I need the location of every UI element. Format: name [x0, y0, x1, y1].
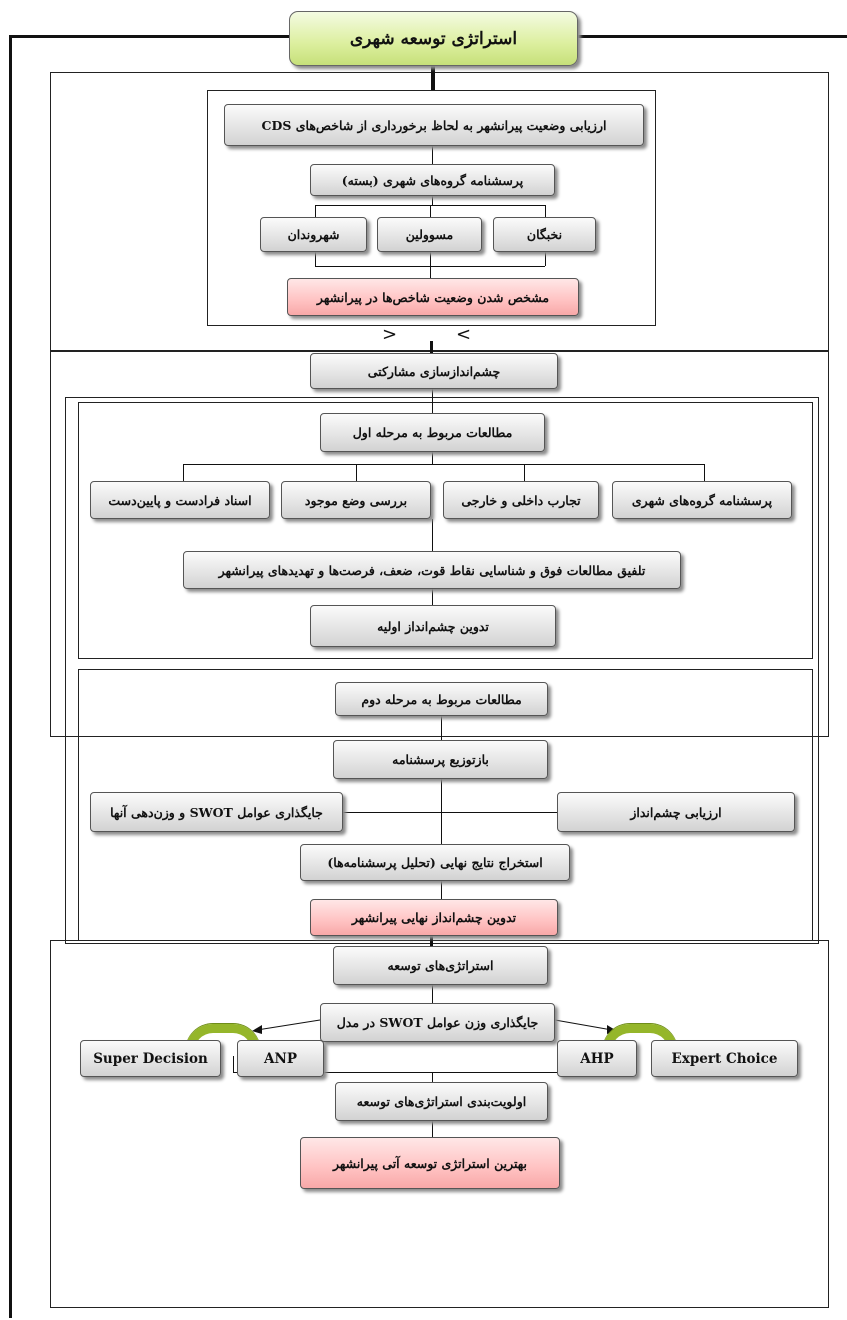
cds-assessment-box: ارزیابی وضعیت پیرانشهر به لحاظ برخورداری…	[224, 104, 644, 146]
anp-box: ANP	[237, 1040, 324, 1077]
best-strategy-box: بهترین استراتژی توسعه آتی پیرانشهر	[300, 1137, 560, 1189]
stage1-item-questionnaire: پرسشنامه گروه‌های شهری	[612, 481, 792, 519]
assessment-result-box: مشخص شدن وضعیت شاخص‌ها در پیرانشهر	[287, 278, 579, 316]
arrow-to-anp	[256, 1019, 321, 1031]
priority-box: اولویت‌بندی استراتژی‌های توسعه	[335, 1082, 548, 1121]
stage1-frame	[78, 402, 813, 659]
ahp-box: AHP	[557, 1040, 637, 1077]
connector-bar-extract	[441, 812, 442, 844]
outer-left-line	[9, 35, 12, 1318]
connector-cds-questionnaire	[432, 146, 433, 164]
group-box-elites: نخبگان	[493, 217, 596, 252]
evaluate-vision-box: ارزیابی چشم‌انداز	[557, 792, 795, 832]
connector-models-priority	[432, 1072, 433, 1082]
connector-anp-down	[233, 1056, 234, 1072]
connector-q-groups	[432, 196, 433, 205]
stage1-initial-vision-box: تدوین چشم‌انداز اولیه	[310, 605, 556, 647]
stage1-item-experiences: تجارب داخلی و خارجی	[443, 481, 599, 519]
assessment-section-frame	[50, 72, 829, 352]
connector-g1	[545, 205, 546, 217]
connector-item4	[183, 464, 184, 481]
redistribute-box: بازتوزیع پرسشنامه	[333, 740, 548, 779]
expert-choice-box: Expert Choice	[651, 1040, 798, 1077]
connector-g2-down	[430, 252, 431, 266]
stage1-merge-box: تلفیق مطالعات فوق و شناسایی نقاط قوت، ضع…	[183, 551, 681, 589]
swot-weight-box: جایگذاری وزن عوامل SWOT در مدل	[320, 1003, 555, 1042]
strategies-section-frame	[50, 940, 829, 1308]
connector-redistribute-down	[441, 779, 442, 812]
stage2-final-vision-box: تدوین چشم‌انداز نهایی پیرانشهر	[310, 899, 558, 936]
chevron-right-icon: >	[382, 324, 398, 345]
group-box-officials: مسوولین	[377, 217, 482, 252]
connector-title-down	[431, 66, 435, 90]
connector-models-bar	[233, 1072, 635, 1073]
connector-item3	[356, 464, 357, 481]
connector-vision-stage1	[432, 389, 433, 413]
connector-g3-down	[315, 252, 316, 266]
connector-stage2-redistribute	[441, 716, 442, 740]
super-decision-box: Super Decision	[80, 1040, 221, 1077]
connector-item1	[704, 464, 705, 481]
stage2-title-box: مطالعات مربوط به مرحله دوم	[335, 682, 548, 716]
arrow-to-ahp	[554, 1019, 613, 1031]
participatory-vision-box: چشم‌اندازسازی مشارکتی	[310, 353, 558, 389]
connector-stage1-down	[432, 452, 433, 464]
outer-top-right-line	[578, 35, 847, 38]
assessment-inner-frame	[207, 90, 656, 326]
connector-merge-initial	[432, 589, 433, 605]
vision-section-frame	[50, 350, 829, 737]
connector-evaluate-swot-bar	[343, 812, 557, 813]
swot-placement-box: جایگذاری عوامل SWOT و وزن‌دهی آنها	[90, 792, 343, 832]
stage1-item-status: بررسی وضع موجود	[281, 481, 431, 519]
connector-groups-result	[430, 266, 431, 278]
ahp-expert-choice-link	[602, 1024, 678, 1052]
outer-top-left-line	[9, 35, 289, 38]
connector-strategies-stub	[430, 932, 433, 946]
connector-extract-final	[441, 881, 442, 899]
stage1-title-box: مطالعات مربوط به مرحله اول	[320, 413, 545, 452]
connector-stage1-bar	[183, 464, 705, 465]
anp-super-decision-link	[185, 1024, 261, 1052]
connector-items-merge	[432, 519, 433, 551]
connector-g1-down	[545, 252, 546, 266]
connector-priority-best	[432, 1121, 433, 1137]
connector-g2	[430, 205, 431, 217]
connector-strategies-swot	[432, 985, 433, 1003]
questionnaire-box: پرسشنامه گروه‌های شهری (بسته)	[310, 164, 555, 196]
vision-inner-frame	[65, 397, 819, 944]
connector-g3	[315, 205, 316, 217]
page-title: استراتژی توسعه شهری	[289, 11, 578, 66]
extract-results-box: استخراج نتایج نهایی (تحلیل پرسشنامه‌ها)	[300, 844, 570, 881]
connector-vision-stub	[430, 341, 433, 353]
strategies-title-box: استراتژی‌های توسعه	[333, 946, 548, 985]
connector-item2	[524, 464, 525, 481]
stage1-item-documents: اسناد فرادست و پایین‌دست	[90, 481, 270, 519]
arrow-to-anp-head	[252, 1025, 262, 1034]
group-box-citizens: شهروندان	[260, 217, 367, 252]
chevron-left-icon: <	[456, 324, 472, 345]
